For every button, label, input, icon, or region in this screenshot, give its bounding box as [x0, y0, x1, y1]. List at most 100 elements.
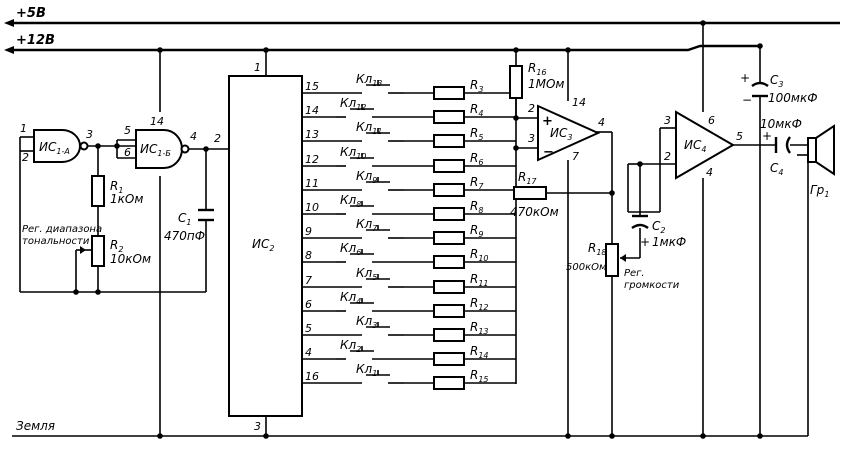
speaker-label: Гр1	[810, 183, 829, 199]
gate-ic1b-pin-14: 14	[150, 115, 164, 128]
ic4-pin-5: 5	[736, 130, 743, 143]
potentiometer-r18: R18 500кОм Рег. громкости	[566, 241, 680, 291]
ic2-output-pin: 6	[305, 298, 312, 311]
ic4-pin-2: 2	[664, 150, 671, 163]
resistor-label: R14	[470, 344, 489, 360]
resistor-label: R6	[470, 151, 483, 167]
resistor-label: R7	[470, 175, 484, 191]
c4-value: 10мкФ	[760, 117, 802, 131]
ladder-resistor	[433, 183, 465, 197]
key-label: Кл2	[340, 338, 361, 354]
ic2-output-pin: 11	[305, 177, 319, 190]
ic4-pin-3: 3	[664, 114, 671, 127]
ladder-resistor	[433, 352, 465, 366]
c3-plus: +	[740, 71, 750, 85]
ic2-output-pin: 13	[305, 128, 319, 141]
r2-caption-line2: тональности	[22, 236, 90, 247]
ladder-resistor	[433, 159, 465, 173]
gate-ic1a: ИС1-А 1 2 3	[20, 122, 93, 164]
ic3-minus: −	[543, 145, 554, 160]
ic3-pin-7: 7	[572, 150, 579, 163]
capacitor-c4: + C4 10мкФ	[760, 117, 802, 177]
c3-name: C3	[770, 73, 783, 89]
key-label: Кл5	[356, 266, 377, 282]
resistor-r1: R1 1кОм	[91, 175, 143, 207]
r17-name: R17	[518, 170, 537, 186]
resistor-label: R11	[470, 272, 489, 288]
ic3-pin-14: 14	[572, 96, 586, 109]
key-label: Кл3	[356, 314, 377, 330]
resistor-r16: R16 1МОм	[509, 61, 565, 99]
gate-ic1b-pin-6: 6	[124, 146, 131, 159]
r1-value: 1кОм	[110, 192, 143, 206]
gate-ic1b-pin-4: 4	[190, 130, 197, 143]
wiring	[4, 19, 840, 437]
push-button-key	[336, 225, 404, 239]
ladder-resistor	[433, 255, 465, 269]
ic2-pin-bottom: 3	[254, 420, 261, 433]
c1-name: C1	[178, 211, 191, 227]
key-label: Кл10	[340, 145, 366, 161]
resistor-label: R4	[470, 102, 483, 118]
c2-name: C2	[652, 219, 665, 235]
push-button-key	[336, 201, 404, 215]
c3-minus: −	[742, 93, 752, 107]
ic2-output-pin: 12	[305, 153, 319, 166]
resistor-label: R3	[470, 78, 483, 94]
key-label: Кл8	[340, 193, 361, 209]
r18-caption-line2: громкости	[624, 280, 680, 291]
r17-value: 470кОм	[510, 205, 559, 219]
push-button-key	[336, 128, 404, 142]
ic2-output-pin: 16	[305, 370, 319, 383]
ladder-resistor	[433, 207, 465, 221]
ic3-pin-4: 4	[598, 116, 605, 129]
rail-label-5v: +5В	[16, 6, 46, 21]
ic4-pin-6: 6	[708, 114, 715, 127]
r2-name: R2	[110, 238, 123, 254]
push-button-key	[336, 80, 404, 94]
gate-ic1a-pin-1: 1	[20, 122, 27, 135]
ladder-resistor	[433, 231, 465, 245]
push-button-key	[336, 274, 404, 288]
junction-dots	[73, 20, 763, 439]
r18-value: 500кОм	[566, 262, 607, 273]
key-label: Кл12	[340, 96, 366, 112]
r1-name: R1	[110, 179, 123, 195]
r2-value: 10кОм	[110, 252, 151, 266]
key-label: Кл7	[356, 217, 378, 233]
c2-plus: +	[640, 235, 650, 249]
ladder-resistor	[433, 280, 465, 294]
resistor-label: R9	[470, 223, 483, 239]
push-button-key	[336, 249, 404, 263]
ladder-resistor	[433, 134, 465, 148]
ic2-output-pin: 4	[305, 346, 312, 359]
key-label: Кл13	[356, 72, 382, 88]
ic2-output-pin: 9	[305, 225, 312, 238]
ic2-chip: ИС2 1 2 3	[214, 61, 303, 433]
ic3-pin-2: 2	[528, 102, 535, 115]
ic2-pin-top: 1	[254, 61, 261, 74]
rail-label-ground: Земля	[16, 419, 55, 433]
capacitor-c2: + C2 1мкФ	[631, 214, 686, 249]
ladder-row: 12 Кл10 R6	[302, 145, 516, 173]
c4-name: C4	[770, 161, 783, 177]
c3-value: 100мкФ	[768, 91, 818, 105]
ladder-resistor	[433, 328, 465, 342]
ladder-resistor	[433, 376, 465, 390]
gate-ic1a-label: ИС1-А	[39, 140, 70, 156]
ic3-label: ИС3	[550, 126, 572, 142]
ic2-label: ИС2	[252, 237, 274, 253]
ladder-row: 9 Кл7 R9	[302, 217, 516, 245]
push-button-key	[336, 370, 404, 384]
resistor-label: R15	[470, 368, 489, 384]
gate-ic1a-pin-2: 2	[22, 151, 29, 164]
